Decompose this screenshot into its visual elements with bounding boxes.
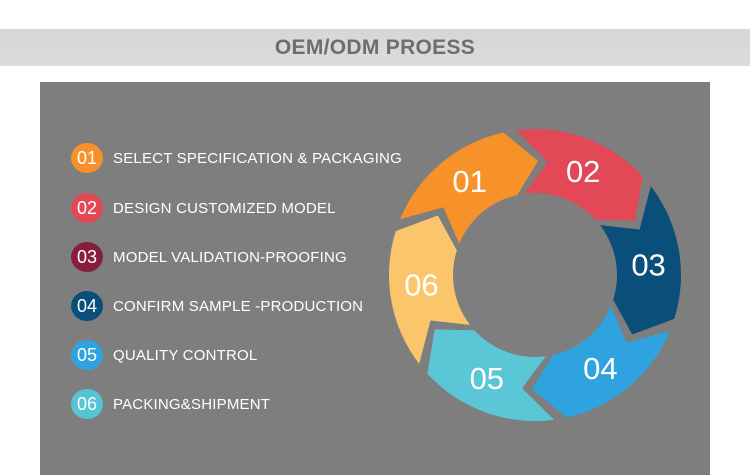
page-title: OEM/ODM PROESS: [274, 35, 476, 59]
cycle-label-01: 01: [452, 164, 486, 199]
step-item-05: 05 QUALITY CONTROL: [71, 340, 257, 370]
title-banner: OEM/ODM PROESS: [0, 29, 750, 66]
cycle-segment-06: [389, 215, 470, 364]
step-label: SELECT SPECIFICATION & PACKAGING: [113, 149, 402, 167]
step-item-06: 06 PACKING&SHIPMENT: [71, 389, 270, 419]
cycle-segment-03: [600, 186, 681, 335]
step-item-02: 02 DESIGN CUSTOMIZED MODEL: [71, 193, 336, 223]
step-number-badge: 05: [71, 340, 103, 370]
step-item-04: 04 CONFIRM SAMPLE -PRODUCTION: [71, 291, 363, 321]
step-number-badge: 06: [71, 389, 103, 419]
cycle-diagram: 01 02 03 04 05 06: [389, 129, 681, 421]
process-panel: 01 SELECT SPECIFICATION & PACKAGING 02 D…: [40, 82, 710, 475]
step-label: CONFIRM SAMPLE -PRODUCTION: [113, 297, 364, 315]
cycle-segment-05: [427, 329, 555, 421]
step-label: MODEL VALIDATION-PROOFING: [113, 248, 347, 266]
cycle-label-02: 02: [566, 154, 600, 189]
cycle-label-04: 04: [583, 351, 617, 386]
step-number-badge: 03: [71, 242, 103, 272]
step-item-01: 01 SELECT SPECIFICATION & PACKAGING: [71, 143, 402, 173]
cycle-label-03: 03: [631, 248, 665, 283]
cycle-segment-02: [515, 129, 643, 221]
step-number-badge: 01: [71, 143, 103, 173]
cycle-segment-04: [532, 306, 670, 418]
step-item-03: 03 MODEL VALIDATION-PROOFING: [71, 242, 347, 272]
step-label: PACKING&SHIPMENT: [113, 395, 271, 413]
step-number-badge: 04: [71, 291, 103, 321]
process-cycle: 01 02 03 04 05 06: [380, 120, 690, 430]
step-label: QUALITY CONTROL: [113, 346, 258, 364]
step-number-badge: 02: [71, 193, 103, 223]
step-label: DESIGN CUSTOMIZED MODEL: [113, 199, 336, 217]
cycle-label-06: 06: [404, 267, 438, 302]
cycle-label-05: 05: [470, 361, 504, 396]
cycle-segment-01: [400, 132, 538, 244]
step-list: 01 SELECT SPECIFICATION & PACKAGING 02 D…: [40, 82, 402, 475]
